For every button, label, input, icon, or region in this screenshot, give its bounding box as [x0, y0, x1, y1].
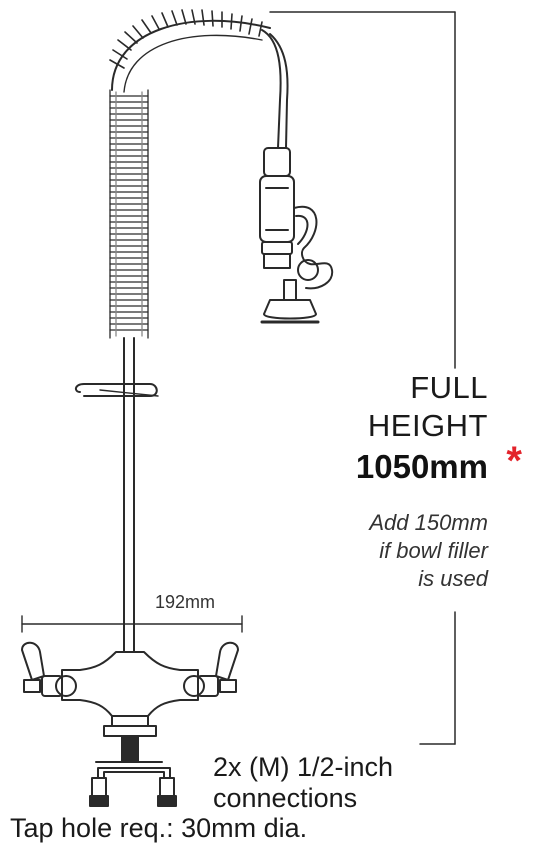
height-dimension-line — [269, 11, 456, 745]
spring-coil-arc — [109, 9, 271, 93]
wall-bracket — [74, 383, 159, 397]
bowl-filler-note-line3: is used — [418, 566, 488, 591]
height-value: 1050mm — [355, 448, 488, 485]
mixer-body — [61, 651, 199, 737]
bowl-filler-note-line1: Add 150mm — [369, 510, 488, 535]
left-handle — [21, 641, 77, 697]
connections-label-line1: 2x (M) 1/2-inch — [213, 752, 394, 782]
right-handle — [183, 641, 239, 697]
hose — [261, 29, 289, 149]
width-dimension-line — [21, 615, 243, 633]
spray-valve — [259, 147, 334, 324]
connections-label-line2: connections — [213, 783, 358, 813]
full-height-label-line2: HEIGHT — [367, 408, 488, 443]
width-label: 192mm — [155, 592, 216, 612]
bowl-filler-note-line2: if bowl filler — [379, 538, 488, 563]
spring-coil-vertical — [109, 89, 149, 339]
riser-pipe — [123, 337, 135, 653]
tap-hole-label: Tap hole req.: 30mm dia. — [10, 813, 308, 843]
full-height-label-line1: FULL — [410, 370, 488, 405]
asterisk-mark: * — [506, 439, 522, 483]
shank-connections — [89, 735, 177, 807]
